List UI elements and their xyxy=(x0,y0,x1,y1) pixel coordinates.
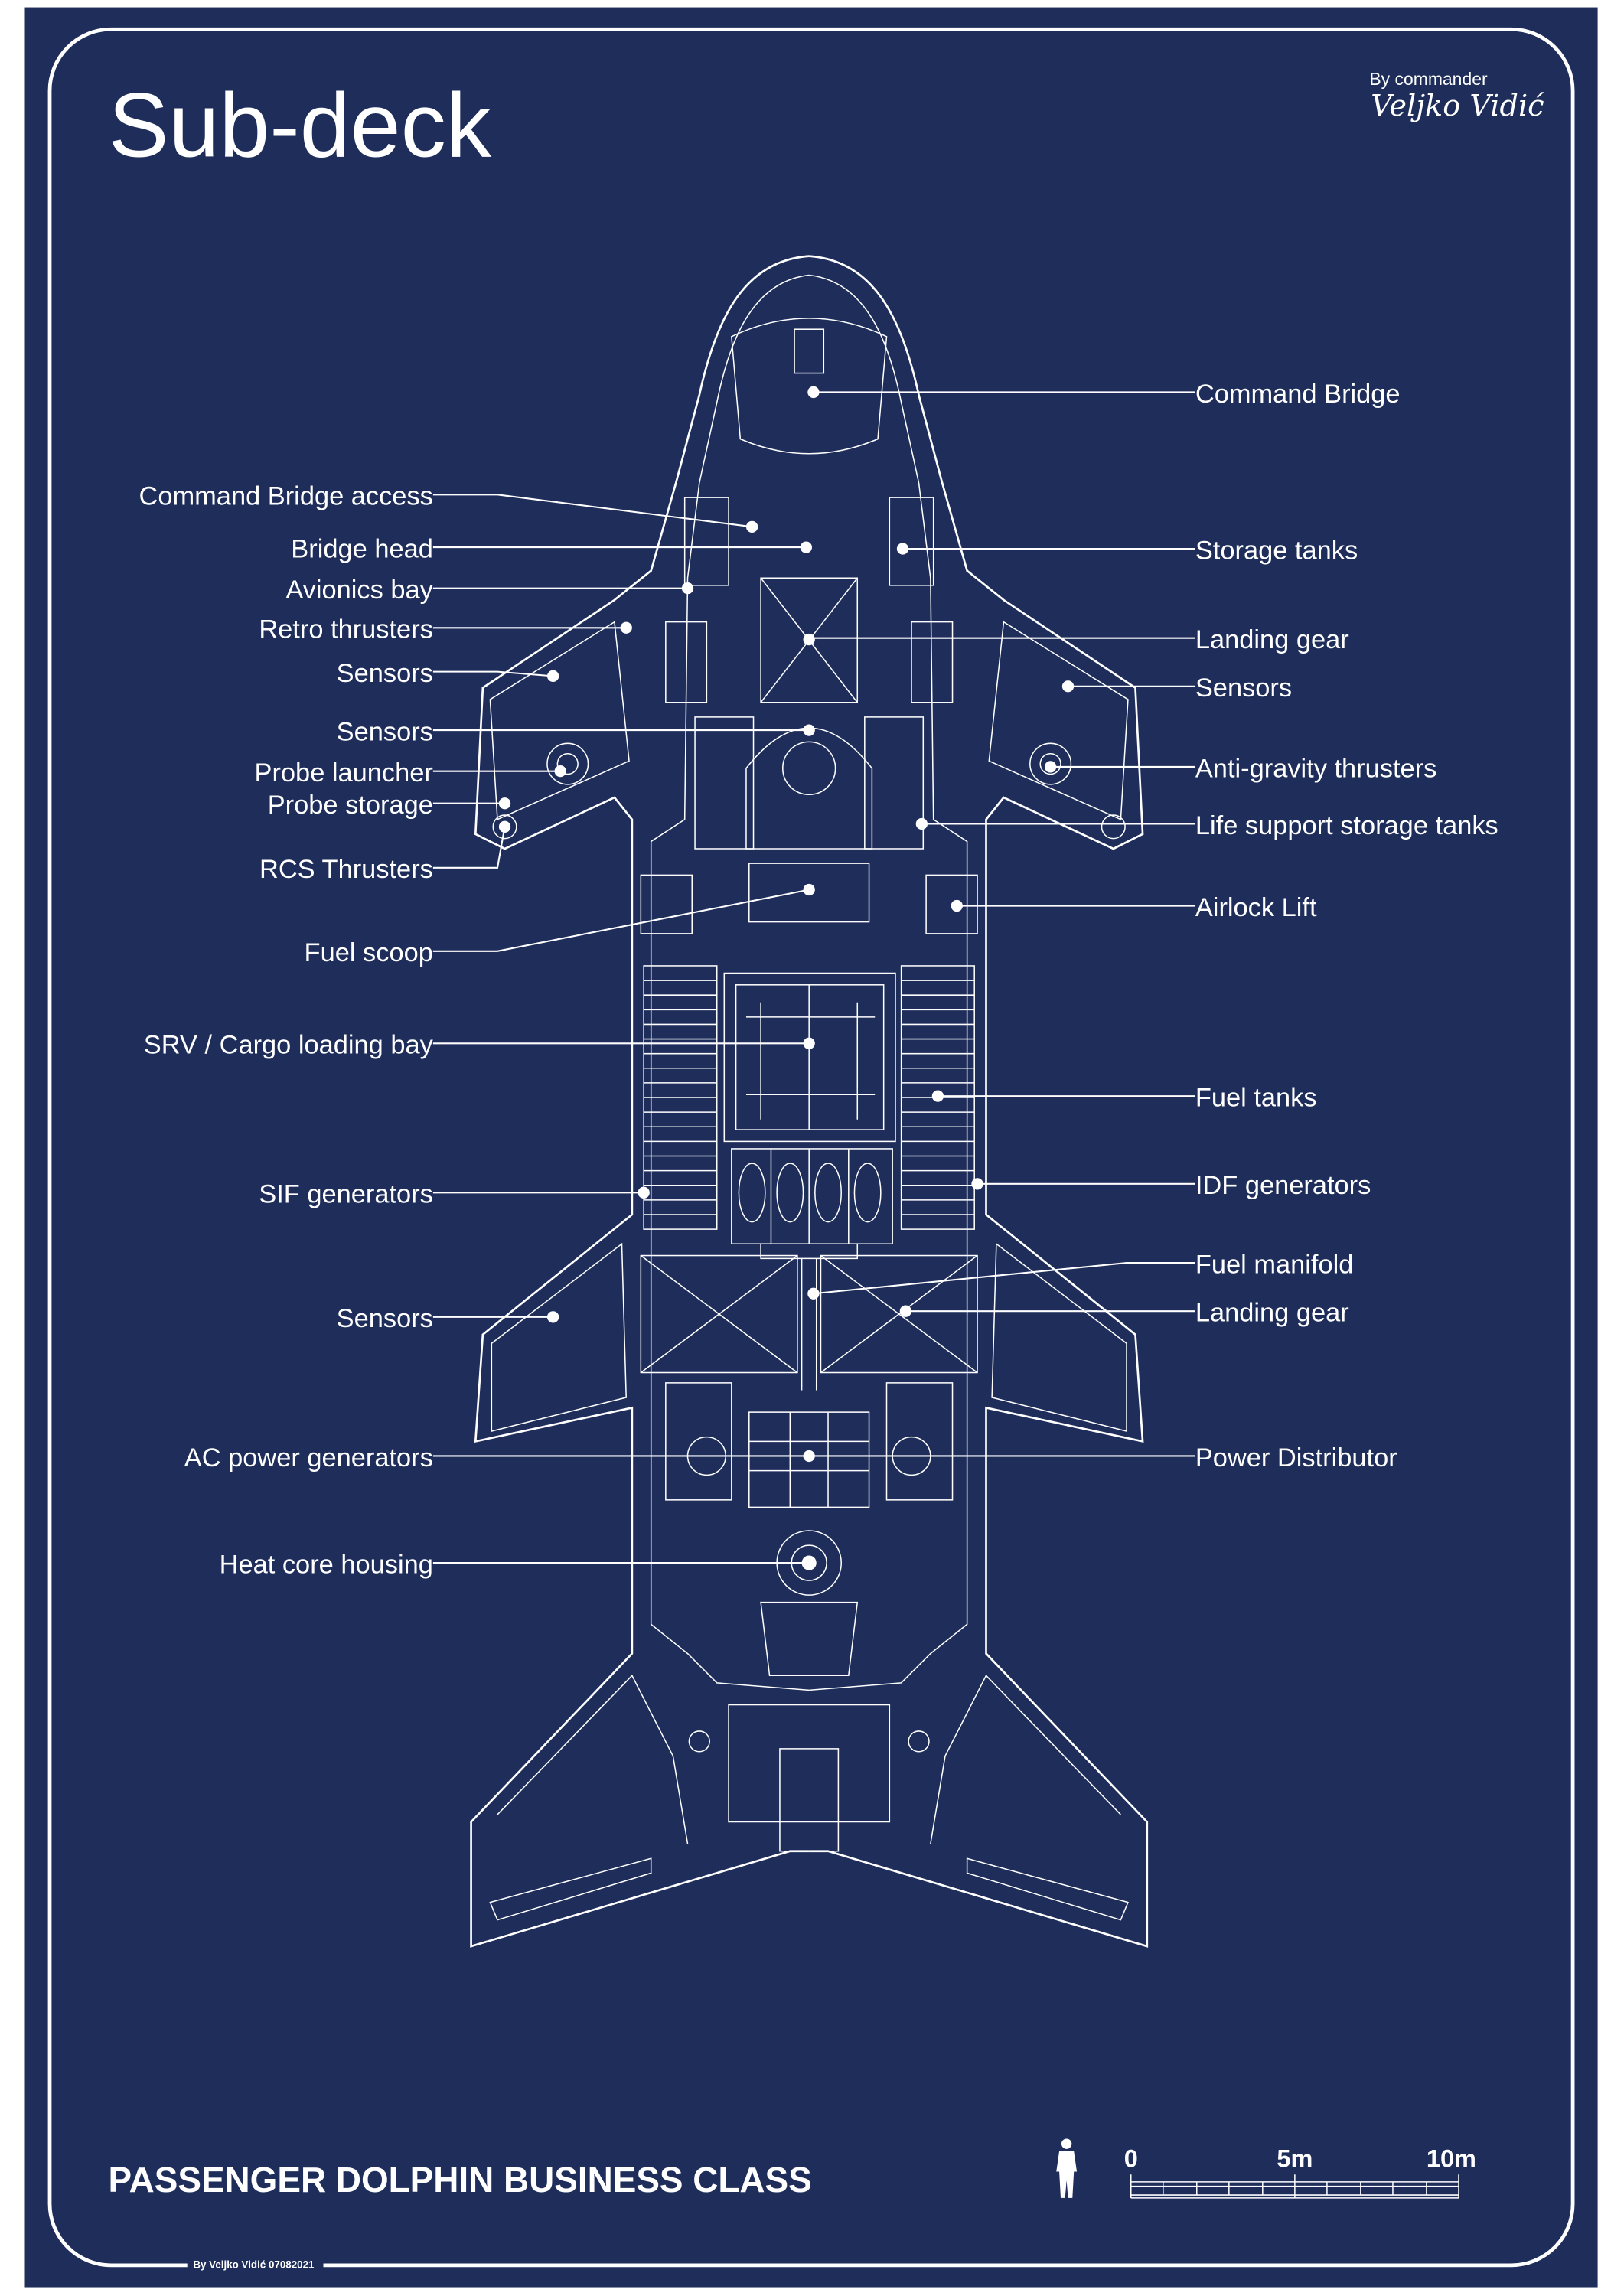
label-fuel-tanks: Fuel tanks xyxy=(1195,1084,1317,1113)
credit-by: By commander xyxy=(1369,69,1488,89)
credit-signature: Veljko Vidić xyxy=(1371,90,1544,123)
label-landing-gear-aft: Landing gear xyxy=(1195,1299,1349,1328)
inner-frame xyxy=(47,27,1575,2268)
human-figure-icon xyxy=(1056,2138,1078,2198)
label-rcs-thrusters: RCS Thrusters xyxy=(259,855,433,884)
label-fuel-scoop: Fuel scoop xyxy=(305,938,433,967)
label-sensors-fwd-left: Sensors xyxy=(337,659,433,688)
label-storage-tanks: Storage tanks xyxy=(1195,536,1358,565)
label-heat-core-housing: Heat core housing xyxy=(220,1550,433,1579)
label-airlock-lift: Airlock Lift xyxy=(1195,893,1317,922)
label-fuel-manifold: Fuel manifold xyxy=(1195,1250,1354,1279)
label-srv-cargo-bay: SRV / Cargo loading bay xyxy=(144,1031,434,1060)
label-sensors-fwd-right: Sensors xyxy=(1195,673,1292,703)
right-leaders xyxy=(803,386,1195,1457)
ship-blueprint xyxy=(470,255,1149,1948)
label-sensors-center: Sensors xyxy=(337,717,433,746)
label-probe-storage: Probe storage xyxy=(268,791,433,820)
label-ac-power-generators: AC power generators xyxy=(184,1443,433,1473)
scale-label-0: 0 xyxy=(1124,2145,1138,2173)
label-power-distributor: Power Distributor xyxy=(1195,1443,1397,1473)
scale-label-10m: 10m xyxy=(1427,2145,1476,2173)
poster-background xyxy=(24,7,1598,2288)
label-idf-generators: IDF generators xyxy=(1195,1171,1371,1200)
label-anti-gravity-thrusters: Anti-gravity thrusters xyxy=(1195,754,1436,783)
left-leaders xyxy=(432,494,817,1570)
label-life-support-tanks: Life support storage tanks xyxy=(1195,811,1498,840)
scale-label-5m: 5m xyxy=(1277,2145,1313,2173)
label-bridge-head: Bridge head xyxy=(291,534,433,563)
label-command-bridge: Command Bridge xyxy=(1195,380,1401,409)
label-avionics-bay: Avionics bay xyxy=(285,576,433,605)
label-sif-generators: SIF generators xyxy=(259,1180,433,1209)
label-command-bridge-access: Command Bridge access xyxy=(139,482,433,511)
label-probe-launcher: Probe launcher xyxy=(255,758,433,788)
footer-credit: By Veljko Vidić 07082021 xyxy=(193,2259,315,2271)
ship-name: PASSENGER DOLPHIN BUSINESS CLASS xyxy=(108,2160,811,2200)
scale-bar: 0 5m 10m xyxy=(1056,2138,1476,2199)
label-sensors-aft-left: Sensors xyxy=(337,1304,433,1333)
page-title: Sub-deck xyxy=(108,76,491,177)
label-retro-thrusters: Retro thrusters xyxy=(259,615,433,644)
label-landing-gear-fwd: Landing gear xyxy=(1195,625,1349,654)
